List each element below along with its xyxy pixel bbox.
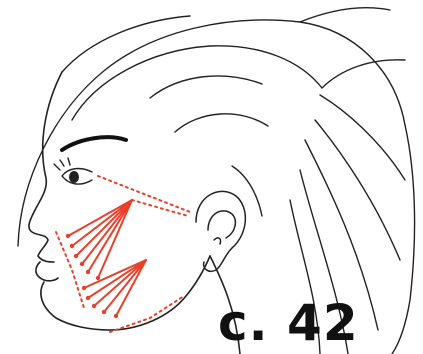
eyebrow-icon: [62, 137, 126, 150]
ear-icon: [196, 191, 245, 271]
page-number-label: c. 42: [218, 292, 359, 354]
face-profile-icon: [29, 72, 240, 354]
eye-icon: [54, 158, 92, 184]
